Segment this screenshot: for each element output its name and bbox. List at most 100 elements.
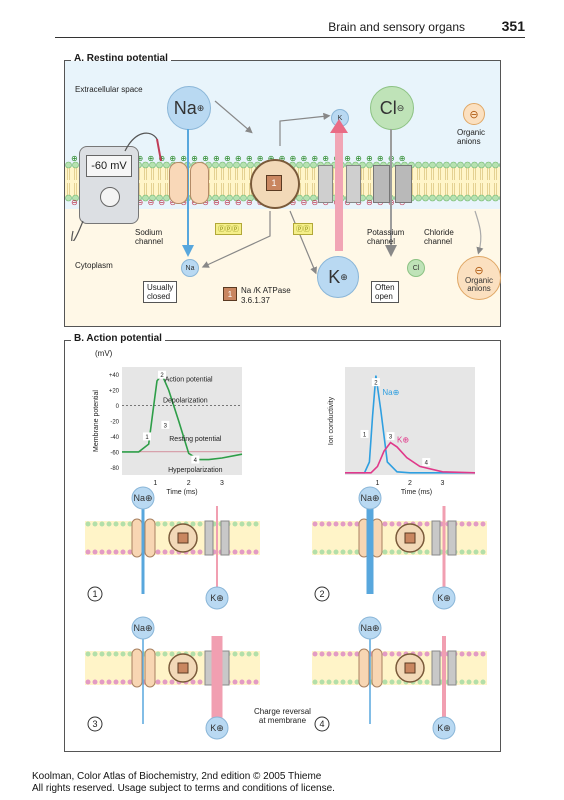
point-marker bbox=[158, 370, 166, 379]
lipid-head bbox=[480, 679, 486, 685]
chloride-channel-label: Chloride channel bbox=[424, 228, 454, 246]
lipid-head bbox=[417, 521, 423, 527]
lipid-head bbox=[459, 651, 465, 657]
lipid-head bbox=[333, 679, 339, 685]
minus-symbol: ⊖ bbox=[474, 264, 484, 277]
page-header: Brain and sensory organs 351 bbox=[55, 0, 525, 38]
stage-number-circle bbox=[314, 586, 330, 602]
y-tick-label: 0 bbox=[116, 404, 120, 410]
na-channel-half bbox=[131, 518, 143, 558]
lipid-head bbox=[340, 521, 346, 527]
lipid-head bbox=[389, 679, 395, 685]
lipid-head bbox=[232, 521, 238, 527]
lipid-head bbox=[312, 679, 318, 685]
hyperpolarization-label: Hyperpolarization bbox=[168, 467, 223, 474]
y-tick-label: -40 bbox=[110, 435, 119, 441]
lipid-head bbox=[466, 521, 472, 527]
lipid-head bbox=[424, 651, 430, 657]
na-k-atpase-pump: 1 bbox=[250, 159, 300, 209]
series-line-na bbox=[345, 375, 475, 474]
sodium-ion-label: Na⊕ bbox=[133, 493, 152, 503]
lipid-head bbox=[319, 549, 325, 555]
na-channel-half bbox=[371, 648, 383, 688]
lipid-head bbox=[382, 549, 388, 555]
lipid-head bbox=[396, 521, 402, 527]
lipid-head bbox=[326, 521, 332, 527]
stage-diagram-3: Na⊕K⊕3 bbox=[85, 616, 260, 741]
potassium-ion-large: K⊕ bbox=[317, 256, 359, 298]
potassium-ion-small: K bbox=[331, 109, 349, 127]
chloride-ion-small: Cl bbox=[407, 259, 425, 277]
lipid-head bbox=[92, 651, 98, 657]
lipid-head bbox=[246, 651, 252, 657]
lipid-head bbox=[239, 521, 245, 527]
lipid-head bbox=[326, 651, 332, 657]
adp-molecule: ⓟⓟ bbox=[293, 223, 313, 235]
sodium-ion bbox=[131, 486, 155, 510]
point-label: 1 bbox=[363, 432, 367, 438]
lipid-head bbox=[340, 549, 346, 555]
y-tick-label: -60 bbox=[110, 450, 119, 456]
lipid-head bbox=[106, 651, 112, 657]
y-tick-label: -20 bbox=[110, 420, 119, 426]
lipid-head bbox=[396, 679, 402, 685]
lipid-head bbox=[326, 549, 332, 555]
k-channel-half bbox=[431, 520, 441, 556]
pump-number-badge: 1 bbox=[266, 175, 282, 191]
lipid-head bbox=[127, 679, 133, 685]
lipid-head bbox=[417, 651, 423, 657]
lipid-head bbox=[155, 549, 161, 555]
lipid-head bbox=[92, 549, 98, 555]
point-marker bbox=[191, 455, 200, 464]
na-channel-half bbox=[358, 648, 370, 688]
na-channel-half bbox=[131, 648, 143, 688]
lipid-head bbox=[396, 651, 402, 657]
lipid-head bbox=[417, 549, 423, 555]
lipid-head bbox=[319, 651, 325, 657]
voltmeter: -60 mV bbox=[79, 146, 139, 224]
point-label: 1 bbox=[145, 435, 149, 441]
k-channel-half bbox=[447, 650, 457, 686]
point-label: 4 bbox=[425, 461, 429, 467]
stage-svg: Na⊕K⊕4 bbox=[312, 616, 487, 740]
y-axis-label: Ion conductivity bbox=[328, 396, 335, 445]
left-chart-unit: (mV) bbox=[95, 349, 113, 358]
stage-svg: Na⊕K⊕3 bbox=[85, 616, 260, 740]
lipid-head bbox=[85, 549, 91, 555]
lipid-head bbox=[340, 679, 346, 685]
lipid-head bbox=[354, 521, 360, 527]
lipid-head bbox=[354, 651, 360, 657]
lipid-head bbox=[197, 679, 203, 685]
lipid-head bbox=[232, 549, 238, 555]
lipid-head bbox=[85, 679, 91, 685]
sodium-channel bbox=[169, 162, 209, 204]
stage-number: 4 bbox=[319, 719, 324, 729]
lipid-head bbox=[106, 521, 112, 527]
lipid-head bbox=[169, 549, 175, 555]
lipid-head bbox=[389, 651, 395, 657]
lipid-head bbox=[120, 521, 126, 527]
potassium-ion-label: K⊕ bbox=[210, 723, 224, 733]
lipid-head bbox=[459, 549, 465, 555]
lipid-head bbox=[354, 679, 360, 685]
lipid-head bbox=[473, 679, 479, 685]
lipid-head bbox=[155, 679, 161, 685]
sodium-ion-label: Na⊕ bbox=[360, 623, 379, 633]
lipid-head bbox=[162, 549, 168, 555]
lipid-head bbox=[347, 521, 353, 527]
lipid-head bbox=[155, 521, 161, 527]
organic-anion-bottom: ⊖ Organic anions bbox=[457, 256, 501, 300]
lipid-head bbox=[155, 651, 161, 657]
voltmeter-display: -60 mV bbox=[86, 155, 132, 177]
organic-anions-top-label: Organic anions bbox=[457, 128, 486, 146]
sodium-ion bbox=[131, 616, 155, 640]
y-tick-label: +20 bbox=[109, 389, 120, 395]
point-label: 3 bbox=[164, 423, 168, 429]
lipid-head bbox=[480, 651, 486, 657]
lipid-head bbox=[473, 521, 479, 527]
sodium-ion-large: Na⊕ bbox=[167, 86, 211, 130]
plot-area bbox=[122, 367, 242, 475]
lipid-head bbox=[326, 679, 332, 685]
lipid-head bbox=[333, 521, 339, 527]
